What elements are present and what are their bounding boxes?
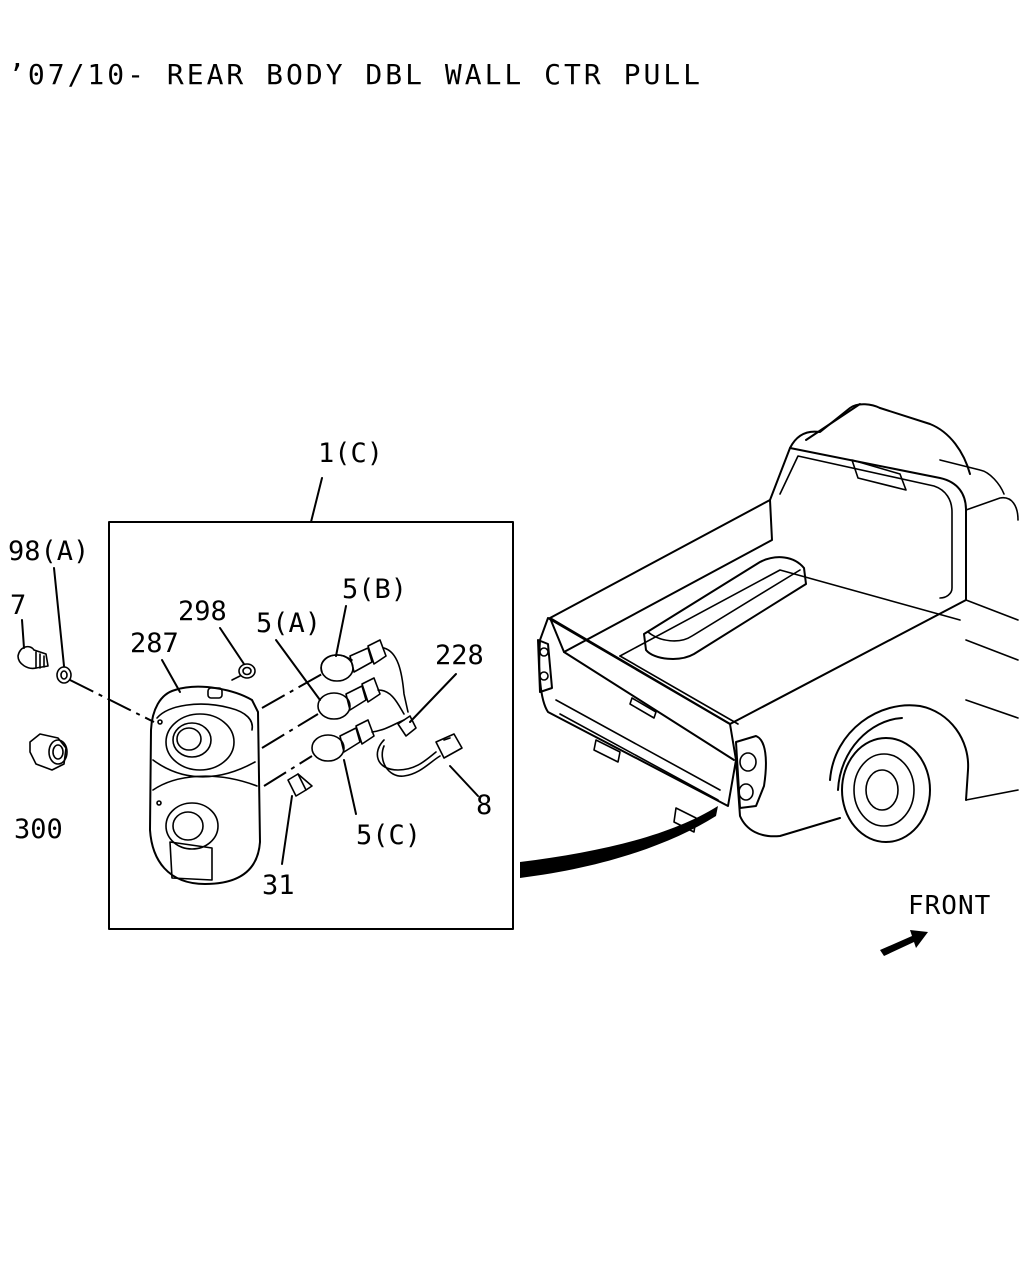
- callout-98a: 98(A): [8, 536, 89, 567]
- callout-31: 31: [262, 870, 295, 901]
- leader-98a: [53, 567, 65, 667]
- diagram-title: ’07/10- REAR BODY DBL WALL CTR PULL: [8, 58, 703, 91]
- tail-lamp-housing: [149, 685, 261, 885]
- leader-7: [21, 619, 25, 649]
- leader-228: [409, 673, 457, 723]
- leader-287: [161, 659, 181, 693]
- assembly-frame: [108, 521, 514, 930]
- bulb-5c: [311, 719, 375, 762]
- callout-287: 287: [130, 628, 179, 659]
- callout-5b: 5(B): [342, 574, 407, 605]
- leader-5a: [275, 639, 321, 701]
- pickup-truck: [537, 403, 1019, 843]
- clip-31: [287, 773, 313, 797]
- callout-5c: 5(C): [356, 820, 421, 851]
- leader-1c: [310, 477, 323, 523]
- alignment-line-b: [261, 673, 323, 709]
- callout-228: 228: [435, 640, 484, 671]
- alignment-line-98: [69, 679, 155, 723]
- alignment-line-c: [263, 755, 313, 787]
- callout-1c: 1(C): [318, 438, 383, 469]
- bulb-5a: [317, 677, 381, 720]
- washer-98a: [56, 666, 72, 684]
- front-arrow-icon: [880, 930, 928, 956]
- screw-7: [17, 645, 49, 670]
- front-label: FRONT: [908, 891, 991, 921]
- nut-300: [29, 733, 68, 771]
- detail-pointer: [520, 806, 718, 878]
- bulb-5b: [320, 639, 387, 682]
- leader-5b: [335, 605, 347, 657]
- callout-8: 8: [476, 790, 492, 821]
- callout-300: 300: [14, 814, 63, 845]
- wiring-harness: [371, 647, 463, 777]
- alignment-line-a: [261, 713, 319, 749]
- leader-8: [449, 765, 479, 797]
- leader-5c: [343, 759, 357, 815]
- callout-298: 298: [178, 596, 227, 627]
- leader-298: [219, 627, 245, 665]
- grommet-298: [231, 663, 256, 681]
- leader-31: [281, 795, 293, 865]
- callout-7: 7: [10, 590, 26, 621]
- callout-5a: 5(A): [256, 608, 321, 639]
